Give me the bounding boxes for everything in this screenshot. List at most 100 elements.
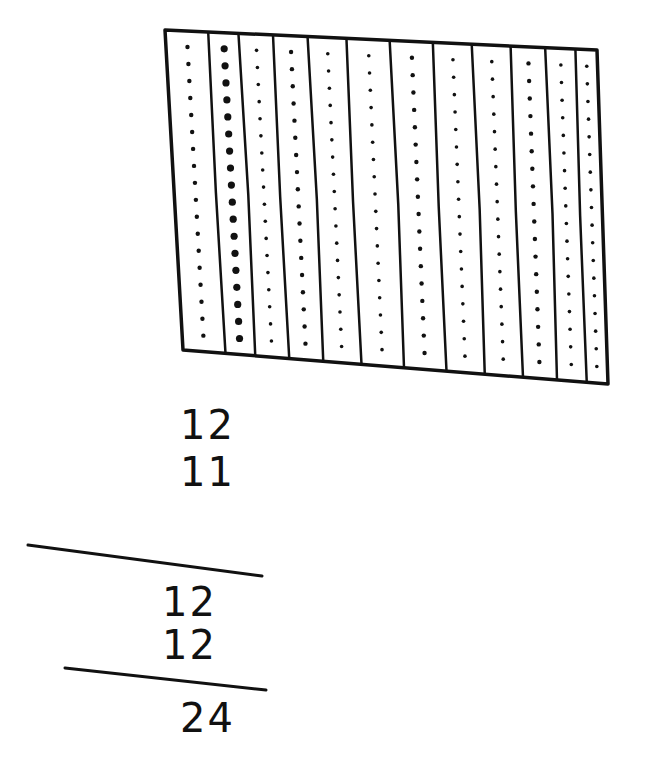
array-dot bbox=[569, 363, 573, 367]
array-dot bbox=[594, 347, 598, 351]
array-dot bbox=[225, 130, 232, 137]
array-dot bbox=[536, 325, 540, 329]
array-dot bbox=[376, 244, 380, 248]
array-dot bbox=[297, 221, 301, 225]
array-dot bbox=[418, 247, 422, 251]
array-dot bbox=[527, 79, 531, 83]
array-dot bbox=[187, 79, 191, 83]
array-dot bbox=[231, 250, 238, 257]
array-dot bbox=[499, 305, 503, 309]
array-dot bbox=[330, 138, 334, 142]
array-dot bbox=[451, 58, 455, 62]
array-dot bbox=[593, 312, 597, 316]
array-dot bbox=[234, 301, 241, 308]
array-dot bbox=[380, 348, 384, 352]
array-dot bbox=[535, 290, 539, 294]
array-dot bbox=[302, 307, 306, 311]
array-dot bbox=[267, 288, 271, 292]
array-dot bbox=[292, 118, 296, 122]
array-dot bbox=[327, 69, 331, 73]
array-dot bbox=[233, 284, 240, 291]
handwritten-number: 24 bbox=[180, 698, 235, 738]
array-dot bbox=[197, 266, 201, 270]
array-dot bbox=[261, 168, 265, 172]
array-dot bbox=[189, 113, 193, 117]
array-dot bbox=[337, 276, 341, 280]
array-dot bbox=[224, 113, 231, 120]
array-dot bbox=[585, 64, 589, 68]
array-dot bbox=[196, 232, 200, 236]
column-line bbox=[433, 42, 447, 371]
array-dot bbox=[300, 273, 304, 277]
array-dot bbox=[221, 45, 228, 52]
array-dot bbox=[493, 130, 497, 134]
array-dot bbox=[560, 98, 564, 102]
array-dot bbox=[591, 259, 595, 263]
column-line bbox=[346, 38, 361, 364]
array-dot bbox=[226, 147, 233, 154]
array-dot bbox=[500, 322, 504, 326]
array-dot bbox=[566, 257, 570, 261]
array-dot bbox=[586, 82, 590, 86]
array-dot bbox=[185, 45, 189, 49]
array-dot bbox=[413, 142, 417, 146]
array-dot bbox=[495, 200, 499, 204]
array-dot bbox=[332, 172, 336, 176]
array-dot bbox=[560, 81, 564, 85]
sum-line bbox=[28, 545, 262, 576]
array-dot bbox=[232, 267, 239, 274]
array-dot bbox=[235, 318, 242, 325]
array-dot bbox=[299, 256, 303, 260]
array-dot bbox=[566, 275, 570, 279]
array-dot bbox=[375, 227, 379, 231]
array-dot bbox=[537, 360, 541, 364]
array-dot bbox=[417, 229, 421, 233]
array-dot bbox=[501, 340, 505, 344]
array-dot bbox=[263, 220, 267, 224]
array-dot bbox=[530, 167, 534, 171]
array-dot bbox=[379, 313, 383, 317]
array-dot bbox=[535, 307, 539, 311]
array-dot bbox=[415, 177, 419, 181]
array-dot bbox=[231, 233, 238, 240]
array-dot bbox=[591, 241, 595, 245]
array-dot bbox=[378, 296, 382, 300]
array-dot bbox=[533, 254, 537, 258]
array-dot bbox=[495, 182, 499, 186]
array-dot bbox=[255, 49, 259, 53]
array-dot bbox=[221, 62, 228, 69]
array-dot bbox=[337, 293, 341, 297]
sum-line bbox=[65, 668, 266, 690]
array-dot bbox=[529, 149, 533, 153]
array-dot bbox=[329, 121, 333, 125]
array-dot bbox=[498, 270, 502, 274]
array-dot bbox=[236, 335, 243, 342]
array-dot bbox=[594, 329, 598, 333]
column-line bbox=[273, 35, 289, 359]
array-dot bbox=[263, 202, 267, 206]
array-dot bbox=[270, 339, 274, 343]
array-dot bbox=[193, 181, 197, 185]
array-dot bbox=[458, 232, 462, 236]
array-dot bbox=[416, 195, 420, 199]
array-dot bbox=[339, 327, 343, 331]
array-dot bbox=[492, 112, 496, 116]
array-dot bbox=[295, 170, 299, 174]
array-dot bbox=[411, 90, 415, 94]
array-dot bbox=[259, 134, 263, 138]
array-dot bbox=[460, 285, 464, 289]
array-dot bbox=[260, 151, 264, 155]
array-dot bbox=[289, 50, 293, 54]
array-dot bbox=[200, 316, 204, 320]
array-dot bbox=[531, 184, 535, 188]
array-columns bbox=[185, 32, 598, 382]
array-dot bbox=[290, 67, 294, 71]
array-dot bbox=[296, 204, 300, 208]
array-dot bbox=[228, 182, 235, 189]
array-dot bbox=[334, 224, 338, 228]
array-dot bbox=[526, 61, 530, 65]
array-dot bbox=[191, 147, 195, 151]
array-dot bbox=[565, 239, 569, 243]
array-dot bbox=[291, 101, 295, 105]
array-dot bbox=[301, 290, 305, 294]
